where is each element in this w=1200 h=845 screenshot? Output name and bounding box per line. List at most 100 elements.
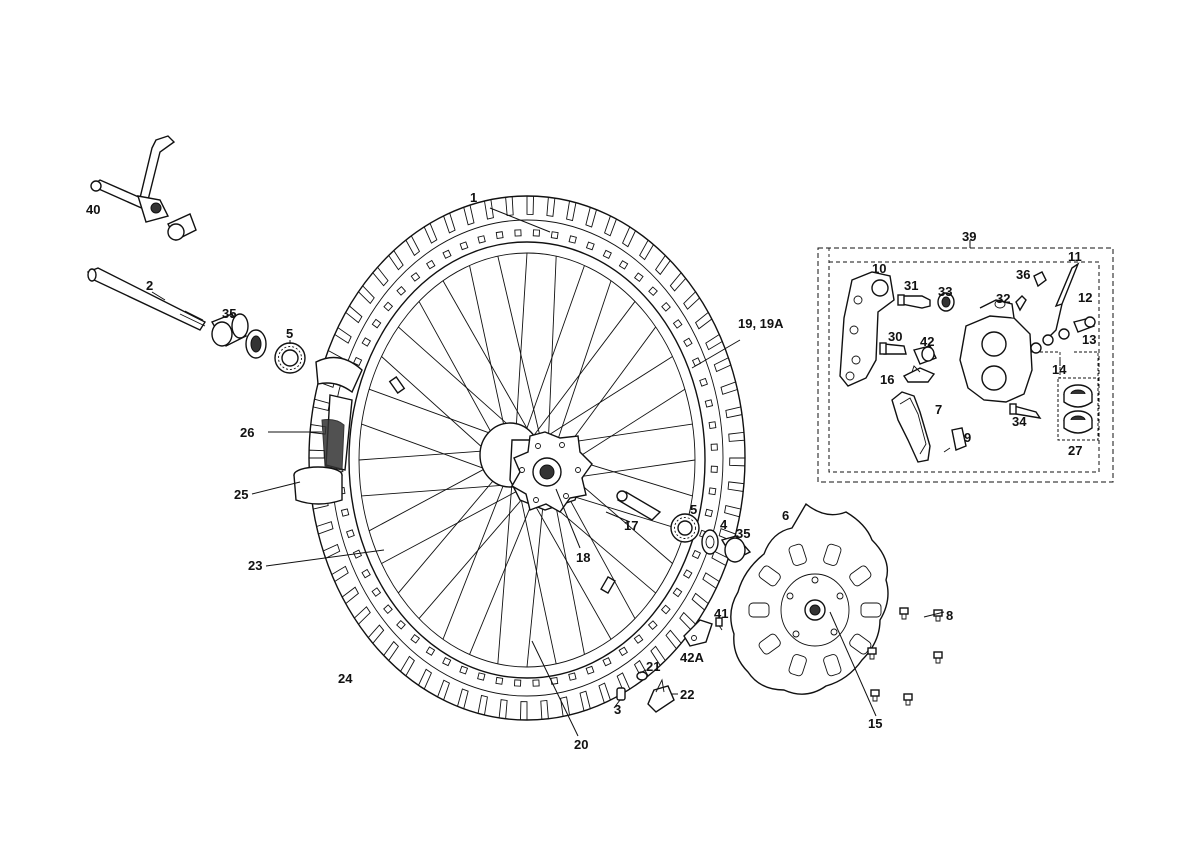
tread-knob	[437, 679, 450, 701]
tread-knob	[334, 326, 352, 344]
tread-knob-inner	[532, 679, 540, 687]
tread-knob	[665, 629, 682, 650]
tread-knob	[729, 457, 746, 467]
label-8: 8	[946, 608, 953, 623]
disc-hole	[748, 602, 770, 618]
washers-13	[1030, 328, 1070, 354]
label-23: 23	[248, 558, 262, 573]
tread-knob-inner	[396, 286, 407, 296]
tread-knob	[669, 272, 687, 292]
tread-knob	[728, 431, 745, 442]
tread-knob	[322, 543, 341, 559]
label-42a: 42A	[680, 650, 704, 665]
tread-knob	[579, 690, 591, 712]
tread-knob	[345, 305, 363, 324]
label-22: 22	[680, 687, 694, 702]
tread-knob-inner	[340, 508, 350, 517]
pistons-27	[1063, 384, 1093, 434]
tread-knob-inner	[602, 657, 612, 667]
tread-knob	[720, 381, 738, 395]
tread-knob-inner	[633, 634, 644, 644]
pad-spring-16	[902, 365, 936, 383]
label-16: 16	[880, 372, 894, 387]
label-31: 31	[904, 278, 918, 293]
label-35-left: 35	[222, 306, 236, 321]
disc-hole	[823, 654, 842, 677]
label-14: 14	[1052, 362, 1067, 377]
tread-knob	[683, 291, 701, 310]
label-32: 32	[996, 291, 1010, 306]
spoke	[368, 457, 506, 532]
seal-right	[701, 529, 719, 555]
tread-knob-inner	[442, 249, 452, 259]
tread-knob	[711, 550, 729, 567]
label-18: 18	[576, 550, 590, 565]
disc-hole	[758, 565, 781, 587]
tread-knob-inner	[346, 529, 355, 539]
front-axle	[86, 267, 207, 331]
label-41: 41	[714, 606, 728, 621]
tread-knob	[367, 624, 385, 644]
tread-knob	[498, 699, 508, 720]
tread-knob-inner	[661, 301, 671, 312]
tread-knob	[724, 504, 742, 518]
label-5-left: 5	[286, 326, 293, 341]
spoke	[532, 301, 636, 438]
disc-hole	[788, 543, 807, 566]
tread-knob-inner	[710, 465, 718, 473]
banjo-bolt-12	[1073, 316, 1096, 333]
tread-knob-inner	[383, 604, 393, 615]
disc-hole	[788, 654, 807, 677]
label-19-19a: 19, 19A	[738, 316, 784, 331]
label-25: 25	[234, 487, 248, 502]
tread-knob	[526, 195, 535, 215]
tread-knob	[341, 586, 360, 605]
tread-knob	[713, 357, 732, 373]
label-9: 9	[964, 430, 971, 445]
tread-knob-inner	[495, 676, 504, 685]
spoke	[469, 265, 510, 449]
spoke	[469, 491, 537, 655]
tread-knob-inner	[633, 272, 644, 282]
tread-knob-inner	[361, 568, 371, 579]
spoke	[497, 484, 513, 664]
tread-knob	[331, 565, 349, 583]
spoke	[547, 256, 557, 446]
tread-knob-inner	[410, 272, 421, 282]
tread-knob	[357, 285, 375, 305]
tread-knob-inner	[704, 399, 714, 408]
tread-knob-inner	[682, 569, 693, 579]
bearing-left	[274, 342, 306, 374]
tread-knob	[463, 204, 475, 226]
hub-disc-flange	[511, 431, 593, 513]
tread-knob-inner	[660, 604, 671, 615]
brake-disc	[730, 502, 889, 695]
caliper-bracket	[839, 271, 895, 387]
tread-knob	[546, 196, 556, 217]
tread-knob-inner	[568, 235, 577, 244]
tread-knob	[705, 333, 723, 351]
label-5-right: 5	[690, 502, 697, 517]
label-3: 3	[614, 702, 621, 717]
tread-knob	[399, 655, 415, 677]
tread-knob-inner	[383, 301, 394, 312]
spoke	[541, 356, 673, 441]
seal-left	[245, 329, 267, 359]
brake-hose-11	[1042, 262, 1080, 346]
spoke	[442, 476, 507, 640]
tyre-tread	[308, 195, 746, 721]
tread-knob-inner	[699, 377, 708, 387]
tread-knob-inner	[477, 672, 486, 681]
tread-knob-inner	[691, 549, 702, 560]
tread-knob-inner	[585, 665, 595, 675]
tread-knob-inner	[514, 229, 522, 237]
spoke	[397, 467, 505, 594]
spoke	[553, 280, 612, 454]
label-11: 11	[1068, 249, 1082, 264]
label-27: 27	[1068, 443, 1082, 458]
tread-knob-inner	[618, 260, 629, 270]
tread-knob-inner	[532, 229, 540, 237]
part-labels: 1 2 3 4 5 5 6 7 8 9 10 11 12 13 14 15 16…	[86, 190, 1096, 752]
tread-knob-inner	[648, 286, 658, 297]
